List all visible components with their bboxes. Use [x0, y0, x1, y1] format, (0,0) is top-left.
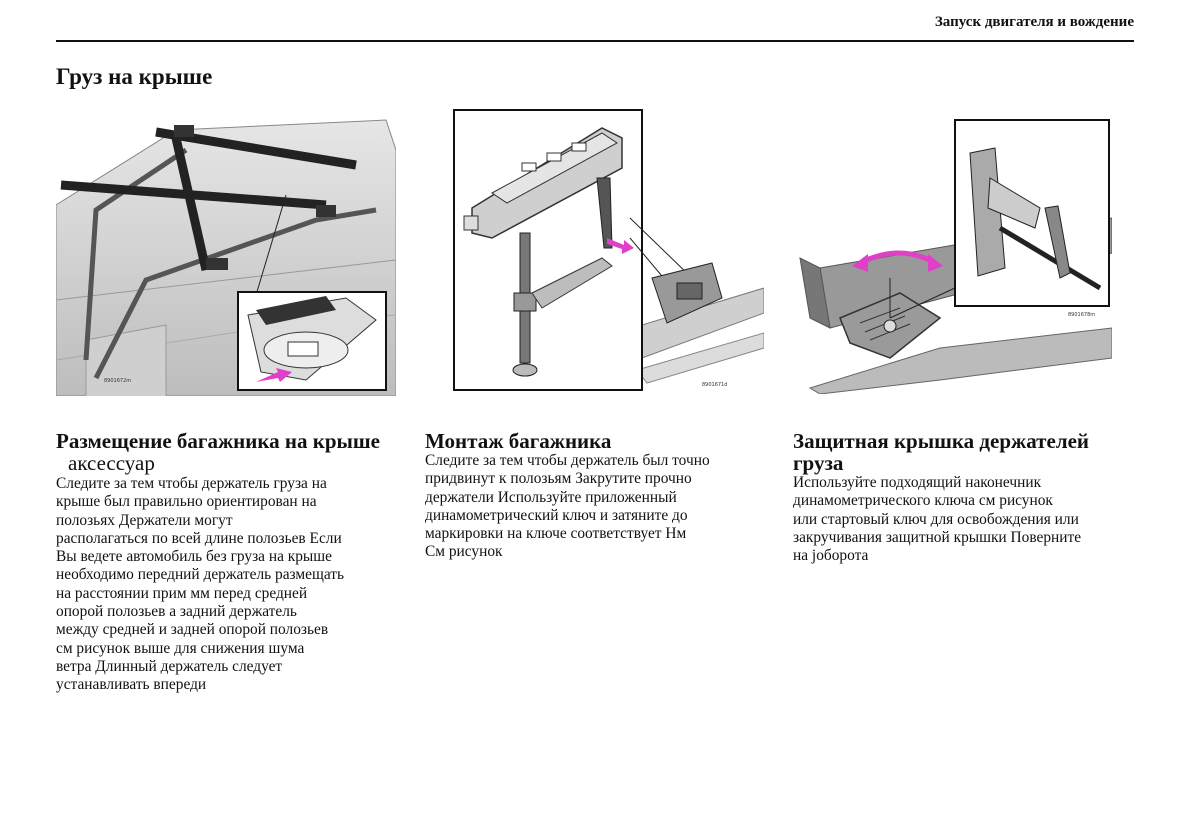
column-body: Используйте подходящий наконечник динамо…	[793, 474, 1082, 565]
column-rack-mounting: Монтаж багажника Следите за тем чтобы де…	[425, 430, 765, 562]
column-heading: Размещение багажника на крыше	[56, 429, 380, 453]
figure-code: 8901671d	[702, 382, 727, 388]
chapter-title: Запуск двигателя и вождение	[934, 14, 1134, 30]
header-rule	[56, 40, 1134, 42]
figure-code: 8901672m	[104, 378, 131, 384]
column-body: Следите за тем чтобы держатель был точно…	[425, 452, 710, 561]
rack-mounting-clamp-illustration: 8901671d	[452, 108, 764, 394]
column-body: Следите за тем чтобы держатель груза на …	[56, 475, 345, 694]
column-roof-rack-placement: Размещение багажника на крыше аксессуар …	[56, 430, 396, 695]
roof-rack-crossbars-illustration: 8901672m	[56, 110, 396, 396]
column-heading: Монтаж багажника	[425, 429, 612, 453]
column-subheading: аксессуар	[68, 451, 155, 475]
column-protective-cover: Защитная крышка держателей груза Использ…	[793, 430, 1133, 565]
section-title: Груз на крыше	[56, 64, 213, 89]
column-heading: Защитная крышка держателей груза	[793, 429, 1090, 475]
protective-cover-illustration: 8901678m	[790, 118, 1112, 394]
figure-code: 8901678m	[1068, 312, 1095, 318]
